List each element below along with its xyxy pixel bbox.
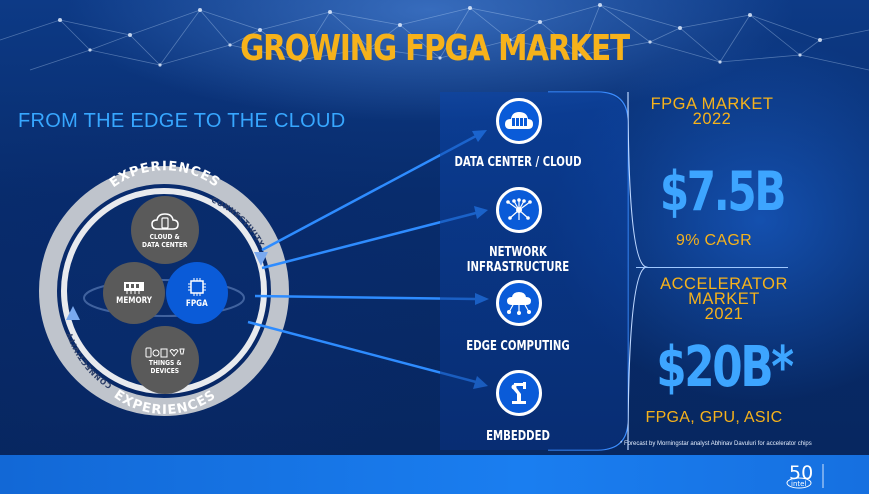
- segment-label-data-center: DATA CENTER / CLOUD: [454, 155, 582, 170]
- ring-arrow-right: [254, 252, 268, 266]
- memory-node: MEMORY: [103, 262, 165, 324]
- cloud-node-label-1: CLOUD &: [149, 233, 181, 241]
- fpga-node-label: FPGA: [186, 299, 208, 309]
- things-node-label-1: THINGS &: [148, 359, 182, 367]
- outer-ring: [39, 166, 289, 416]
- footer-bar: [0, 455, 869, 494]
- cloud-data-center-node: CLOUD & DATA CENTER: [131, 196, 199, 264]
- memory-node-label: MEMORY: [116, 296, 152, 306]
- market-divider: [636, 267, 788, 268]
- cloud-phone-icon: [151, 213, 179, 230]
- chip-icon: [188, 278, 206, 296]
- robot-arm-icon: [496, 370, 542, 416]
- arrow-to-embedded: [247, 320, 477, 384]
- things-devices-node: THINGS & DEVICES: [131, 326, 199, 394]
- things-node-label-2: DEVICES: [150, 367, 180, 375]
- segment-label-edge: EDGE COMPUTING: [466, 339, 570, 354]
- page-title: GROWING FPGA MARKET: [240, 28, 630, 69]
- ring-arrow-left: [66, 306, 80, 320]
- fpga-market-value: $7.5B: [659, 160, 787, 223]
- fpga-node: FPGA: [166, 262, 228, 324]
- fpga-market-cagr: 9% CAGR: [676, 232, 752, 249]
- edge-cloud-icon: [496, 280, 542, 326]
- arrow-to-edge: [254, 294, 477, 301]
- segment-label-embedded: EMBEDDED: [486, 429, 550, 444]
- accelerator-market-types: FPGA, GPU, ASIC: [645, 409, 783, 426]
- page-subtitle: FROM THE EDGE TO THE CLOUD: [18, 110, 346, 132]
- cloud-node-label-2: DATA CENTER: [142, 241, 188, 249]
- orbit-ellipse: [83, 279, 245, 317]
- network-mesh-decoration: [0, 3, 869, 71]
- fpga-market-heading: FPGA MARKET: [650, 95, 774, 113]
- footnote: * Forecast by Morningstar analyst Abhina…: [620, 441, 812, 447]
- accelerator-market-value: $20B*: [656, 335, 794, 400]
- intel-50-logo: 50 intel: [786, 462, 824, 489]
- server-cloud-icon: [496, 98, 542, 144]
- accelerator-year: 2021: [704, 305, 744, 323]
- network-hub-icon: [496, 187, 542, 233]
- fpga-market-year: 2022: [692, 110, 732, 128]
- segment-label-network: NETWORK INFRASTRUCTURE: [466, 245, 570, 275]
- accelerator-heading-2: MARKET: [688, 290, 760, 308]
- accelerator-heading-1: ACCELERATOR: [660, 275, 788, 293]
- devices-icon: [145, 347, 185, 358]
- memory-chip-icon: [124, 282, 144, 294]
- logo-brand: intel: [791, 480, 806, 488]
